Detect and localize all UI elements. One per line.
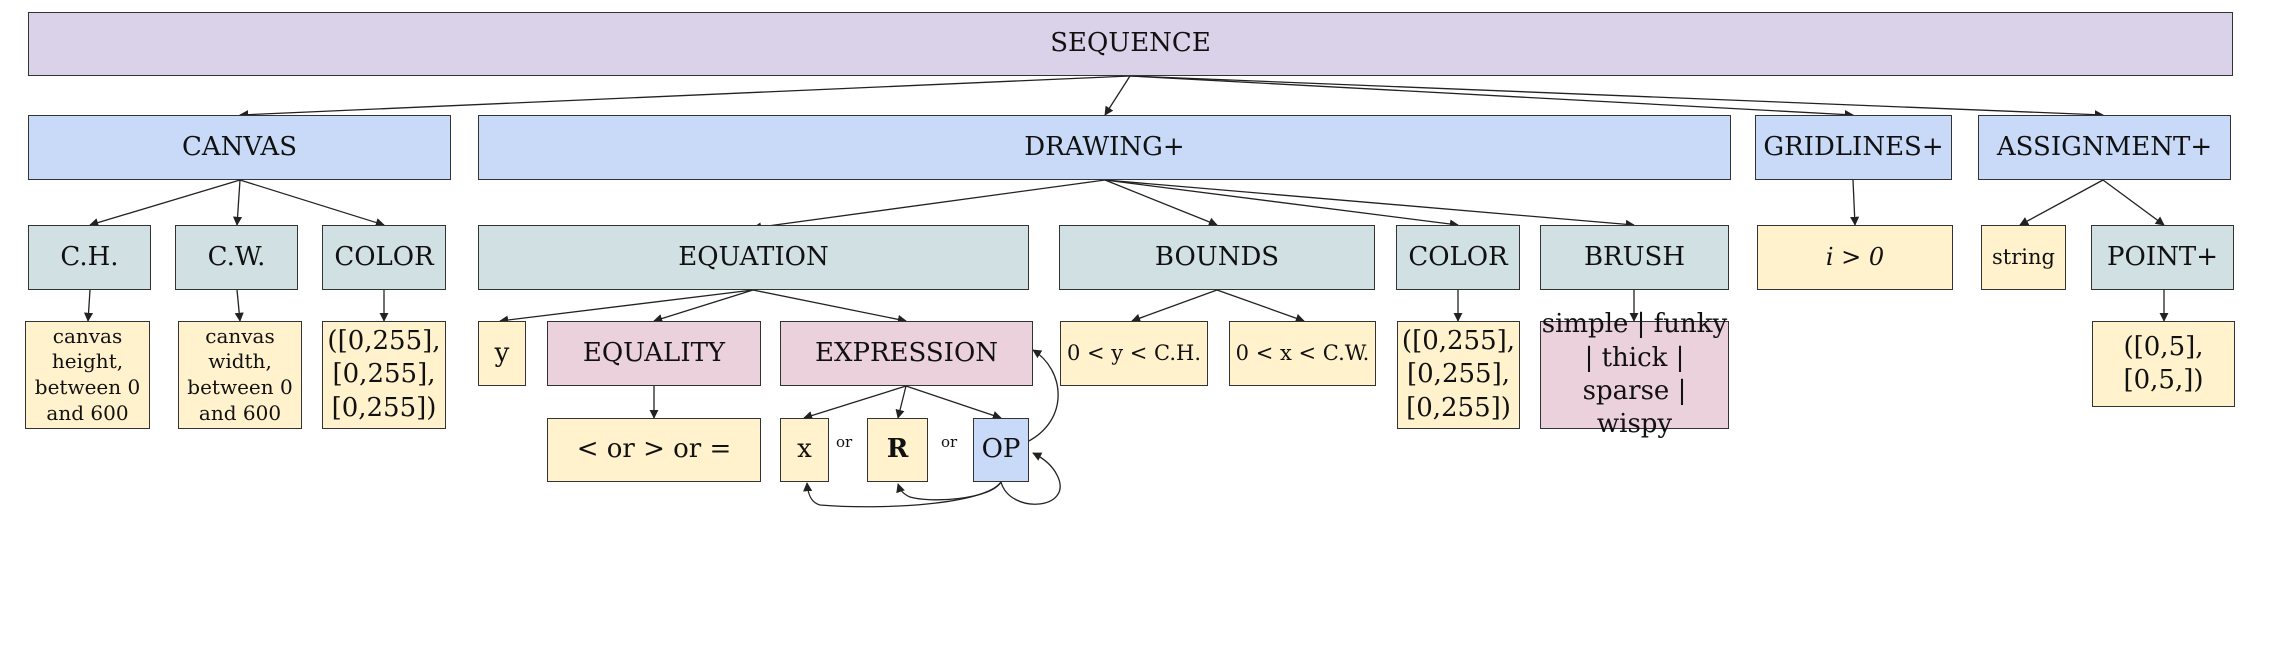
edge-op-self-loop: [1000, 452, 1061, 505]
node-string: string: [1981, 225, 2066, 290]
node-equality-label: EQUALITY: [582, 337, 726, 368]
node-equality-ops: < or > or =: [547, 418, 761, 482]
node-x-bounds-label: 0 < x < C.W.: [1235, 341, 1370, 366]
node-gridlines-value: i > 0: [1757, 225, 1953, 290]
node-point: POINT+: [2091, 225, 2234, 290]
node-equation-label: EQUATION: [678, 241, 829, 272]
edge-op-x-loop: [803, 481, 1002, 508]
edge-drawing-bounds: [1104, 179, 1218, 227]
node-drawing-color-range: ([0,255], [0,255], [0,255]): [1397, 321, 1520, 429]
node-r-label: R: [886, 434, 909, 465]
node-canvas: CANVAS: [28, 115, 451, 180]
node-cw: C.W.: [175, 225, 298, 290]
node-x-bounds: 0 < x < C.W.: [1229, 321, 1376, 386]
edge-equation-equality: [653, 289, 754, 323]
edge-expression-op: [905, 385, 1002, 420]
node-cw-label: C.W.: [207, 241, 266, 272]
node-canvas-color-label: COLOR: [334, 241, 434, 272]
edge-drawing-equation: [752, 179, 1106, 232]
node-point-range: ([0,5], [0,5,]): [2092, 321, 2235, 407]
edge-gridlines-value: [1850, 179, 1860, 226]
node-ch-desc-label: canvas height, between 0 and 600: [34, 323, 141, 425]
node-drawing-color-range-label: ([0,255], [0,255], [0,255]): [1401, 326, 1516, 423]
node-equality: EQUALITY: [547, 321, 761, 386]
node-ch-label: C.H.: [60, 241, 119, 272]
node-drawing: DRAWING+: [478, 115, 1731, 180]
node-ch: C.H.: [28, 225, 151, 290]
edge-canvas-cw: [233, 179, 243, 226]
edge-canvas-ch: [89, 179, 241, 228]
node-y-bounds-label: 0 < y < C.H.: [1066, 341, 1202, 366]
edge-sequence-drawing: [1104, 75, 1131, 116]
node-cw-desc-label: canvas width, between 0 and 600: [187, 323, 293, 425]
edge-op-expression-loop: [1026, 349, 1059, 443]
node-brush: BRUSH: [1540, 225, 1729, 290]
edge-sequence-canvas: [239, 75, 1131, 120]
edge-assignment-point: [2102, 179, 2165, 226]
node-cw-desc: canvas width, between 0 and 600: [178, 321, 302, 429]
node-gridlines-value-label: i > 0: [1825, 243, 1885, 272]
edge-sequence-gridlines: [1129, 75, 1854, 120]
node-gridlines: GRIDLINES+: [1755, 115, 1952, 180]
node-op-label: OP: [981, 434, 1021, 465]
node-canvas-color: COLOR: [322, 225, 446, 290]
node-op: OP: [973, 418, 1029, 482]
edge-bounds-x: [1216, 289, 1305, 323]
node-r: R: [867, 418, 928, 482]
node-bounds: BOUNDS: [1059, 225, 1375, 290]
or-label-2: or: [941, 433, 958, 451]
or-label-1: or: [836, 433, 853, 451]
node-y-bounds: 0 < y < C.H.: [1060, 321, 1208, 386]
node-expression: EXPRESSION: [780, 321, 1033, 386]
node-drawing-color: COLOR: [1396, 225, 1520, 290]
node-brush-options: simple | funky | thick | sparse | wispy: [1540, 309, 1729, 439]
node-y-label: y: [494, 337, 510, 368]
node-sequence-label: SEQUENCE: [1050, 28, 1211, 59]
edge-equation-y: [499, 289, 754, 325]
edge-expression-r: [895, 385, 907, 419]
node-x: x: [780, 418, 829, 482]
edge-expression-x: [803, 385, 907, 420]
node-x-label: x: [797, 434, 812, 465]
node-drawing-label: DRAWING+: [1024, 131, 1185, 162]
edge-canvas-color: [239, 179, 385, 227]
node-equality-ops-label: < or > or =: [576, 434, 732, 465]
edge-cw-desc: [234, 289, 244, 322]
node-canvas-color-range-label: ([0,255], [0,255], [0,255]): [327, 326, 441, 423]
node-drawing-color-label: COLOR: [1408, 241, 1508, 272]
edge-drawing-color: [1104, 179, 1459, 229]
node-canvas-label: CANVAS: [181, 131, 298, 162]
edge-equation-expression: [752, 289, 907, 324]
node-string-label: string: [1992, 245, 2055, 270]
node-equation: EQUATION: [478, 225, 1029, 290]
edge-op-r-loop: [896, 481, 1002, 501]
node-point-range-label: ([0,5], [0,5,]): [2123, 331, 2204, 395]
node-canvas-color-range: ([0,255], [0,255], [0,255]): [322, 321, 446, 429]
node-bounds-label: BOUNDS: [1154, 241, 1280, 272]
node-assignment: ASSIGNMENT+: [1978, 115, 2231, 180]
node-sequence: SEQUENCE: [28, 12, 2233, 76]
edge-bounds-y: [1131, 289, 1218, 323]
node-y: y: [478, 321, 526, 386]
edge-ch-desc: [83, 289, 94, 322]
node-brush-label: BRUSH: [1583, 241, 1686, 272]
edge-sequence-assignment: [1129, 75, 2104, 120]
node-ch-desc: canvas height, between 0 and 600: [25, 321, 150, 429]
node-point-label: POINT+: [2107, 241, 2218, 272]
node-brush-options-label: simple | funky | thick | sparse | wispy: [1541, 309, 1728, 440]
edge-drawing-brush: [1104, 179, 1635, 229]
edge-assignment-string: [2019, 179, 2104, 226]
node-expression-label: EXPRESSION: [814, 337, 999, 368]
node-assignment-label: ASSIGNMENT+: [1996, 131, 2213, 162]
node-gridlines-label: GRIDLINES+: [1763, 131, 1944, 162]
